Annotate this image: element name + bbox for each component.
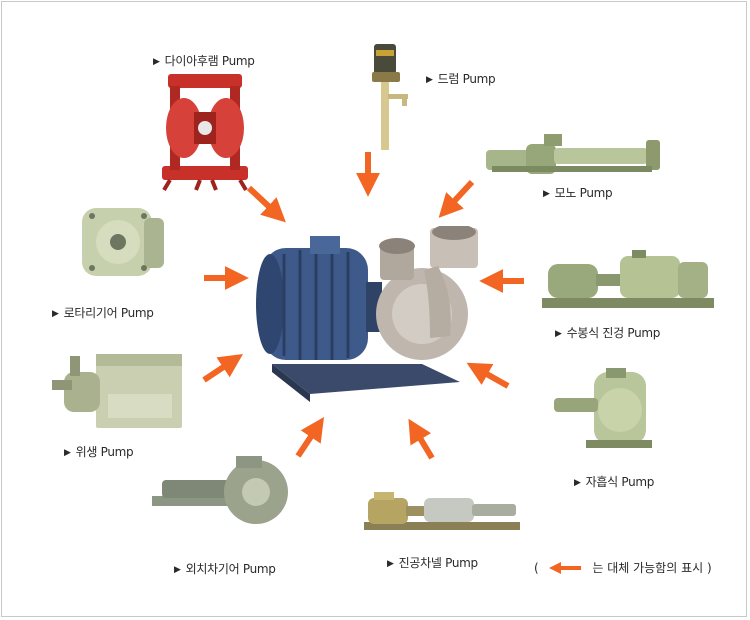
arrow-from-self-priming <box>466 362 510 389</box>
legend: ( 는 대체 가능함의 표시 ) <box>534 559 712 576</box>
vacuum-vane-pump-image <box>364 488 524 532</box>
arrow-from-vacuum-vane <box>408 418 435 460</box>
legend-open-paren: ( <box>534 561 539 575</box>
label-rotary-gear-pump: ▶로타리기어 Pump <box>52 306 154 320</box>
arrow-from-mono <box>438 179 475 218</box>
label-external-gear-pump: ▶외치차기어 Pump <box>174 562 276 576</box>
self-priming-pump-image <box>546 368 656 452</box>
water-ring-vacuum-pump-image <box>542 250 714 310</box>
mono-pump-image <box>486 130 666 178</box>
center-pump-image <box>254 226 494 402</box>
rotary-gear-pump-image <box>78 198 168 288</box>
sanitary-pump-image <box>44 350 184 432</box>
label-diaphragm-pump: ▶다이아후램 Pump <box>153 54 255 68</box>
legend-arrow-icon <box>548 562 581 574</box>
arrow-from-sanitary <box>202 354 243 383</box>
label-drum-pump: ▶드럼 Pump <box>426 72 496 86</box>
label-vacuum-vane-pump: ▶진공차넬 Pump <box>387 556 478 570</box>
arrow-from-external-gear <box>295 417 324 458</box>
label-water-ring-vacuum-pump: ▶수봉식 진겅 Pump <box>555 326 661 340</box>
external-gear-pump-image <box>152 450 292 536</box>
diaphragm-pump-image <box>160 72 250 192</box>
legend-close-paren: ) <box>706 561 712 575</box>
label-self-priming-pump: ▶자흡식 Pump <box>574 475 655 489</box>
drum-pump-image <box>362 42 412 154</box>
arrow-from-diaphragm <box>246 185 286 223</box>
legend-text: 는 대체 가능함의 표시 <box>592 561 704 575</box>
label-mono-pump: ▶모노 Pump <box>543 186 613 200</box>
label-sanitary-pump: ▶위생 Pump <box>64 445 134 459</box>
